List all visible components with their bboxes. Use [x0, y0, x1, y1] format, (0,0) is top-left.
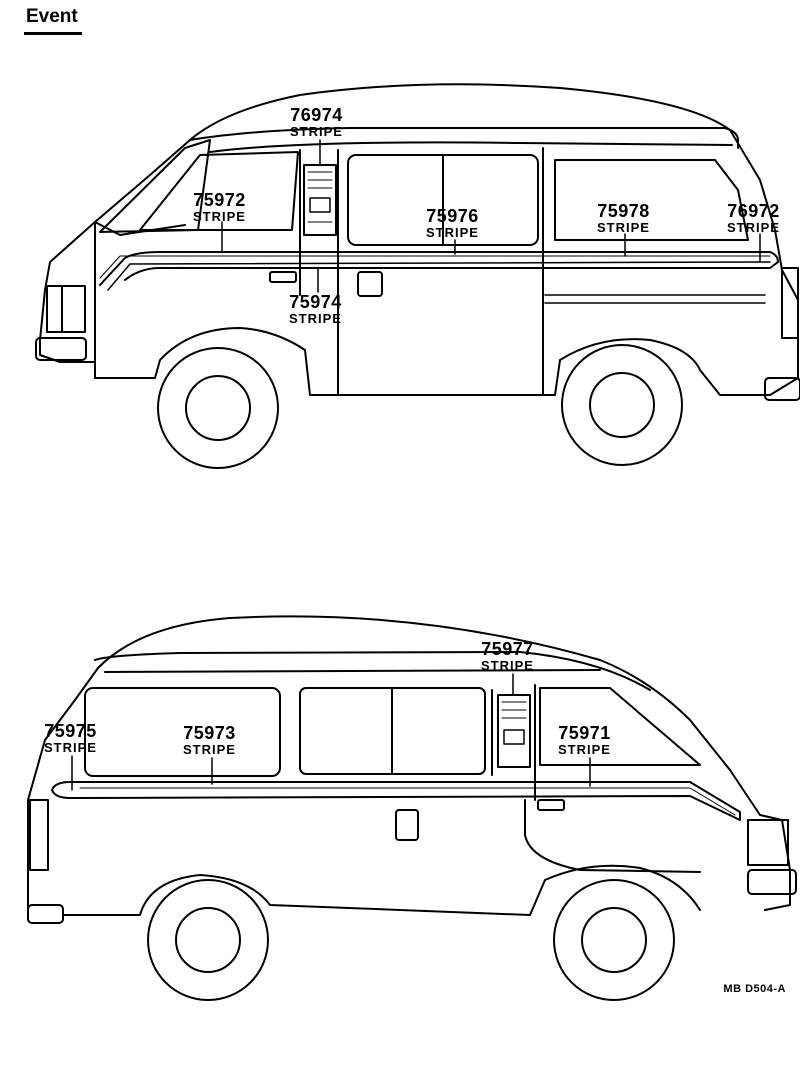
van-bottom-fuel-cap	[395, 809, 419, 841]
van-top-fuel-cap	[357, 271, 383, 297]
part-name: STRIPE	[44, 740, 97, 755]
label-75973: 75973 STRIPE	[183, 724, 236, 756]
van-top-headlight	[46, 285, 86, 333]
part-number: 75971	[558, 723, 611, 743]
label-75972: 75972 STRIPE	[193, 191, 246, 223]
van-bottom-front-window	[539, 687, 701, 766]
van-bottom-headlight	[747, 819, 789, 866]
van-bottom-front-bumper	[747, 869, 797, 895]
heading-underline	[24, 32, 82, 35]
van-bottom-rear-bumper	[27, 904, 64, 924]
van-top-stripe-band	[99, 251, 779, 286]
part-name: STRIPE	[558, 742, 611, 757]
part-name: STRIPE	[193, 209, 246, 224]
label-75971: 75971 STRIPE	[558, 724, 611, 756]
label-76972: 76972 STRIPE	[727, 202, 780, 234]
part-number: 75975	[44, 721, 97, 741]
van-top-taillight	[781, 267, 799, 339]
van-bottom-rear-wheel	[147, 879, 269, 1001]
part-name: STRIPE	[597, 220, 650, 235]
label-75977: 75977 STRIPE	[481, 640, 534, 672]
label-76974: 76974 STRIPE	[290, 106, 343, 138]
van-bottom-front-wheel	[553, 879, 675, 1001]
label-75976: 75976 STRIPE	[426, 207, 479, 239]
part-name: STRIPE	[481, 658, 534, 673]
van-top-door-handle	[269, 271, 297, 283]
van-top-front-wheel	[157, 347, 279, 469]
van-bottom-body-outline	[27, 615, 791, 911]
part-number: 75974	[289, 292, 342, 312]
part-number: 75977	[481, 639, 534, 659]
van-bottom-vent	[497, 694, 531, 768]
van-bottom-sill	[62, 864, 701, 916]
van-top-rear-bumper	[764, 377, 800, 401]
part-name: STRIPE	[290, 124, 343, 139]
van-bottom-stripe-band	[51, 781, 741, 821]
part-name: STRIPE	[426, 225, 479, 240]
van-top-front-window	[139, 151, 299, 231]
part-number: 76972	[727, 201, 780, 221]
van-right-side-view	[35, 83, 800, 469]
van-left-side-view	[27, 615, 797, 1001]
van-bottom-roof-edge	[104, 669, 601, 673]
part-number: 76974	[290, 105, 343, 125]
van-top-vent	[303, 164, 337, 236]
van-top-front	[39, 289, 156, 379]
label-75975: 75975 STRIPE	[44, 722, 97, 754]
van-bottom-taillight	[29, 799, 49, 871]
part-name: STRIPE	[727, 220, 780, 235]
van-bottom-roof-line	[94, 651, 651, 691]
label-75974: 75974 STRIPE	[289, 293, 342, 325]
diagram-heading: Event	[26, 6, 78, 27]
label-75978: 75978 STRIPE	[597, 202, 650, 234]
van-top-bumper	[35, 337, 87, 361]
part-number: 75976	[426, 206, 479, 226]
part-number: 75978	[597, 201, 650, 221]
part-name: STRIPE	[289, 311, 342, 326]
part-number: 75973	[183, 723, 236, 743]
van-bottom-rear-window	[84, 687, 281, 777]
van-bottom-door-handle	[537, 799, 565, 811]
part-number: 75972	[193, 190, 246, 210]
diagram-code: MB D504-A	[723, 983, 786, 995]
van-top-roof-line	[189, 127, 739, 149]
van-top-roof-edge	[209, 141, 733, 153]
van-top-rear-window	[554, 159, 749, 241]
part-name: STRIPE	[183, 742, 236, 757]
van-top-rear-wheel	[561, 344, 683, 466]
van-top-sill	[94, 327, 721, 396]
van-top-body-outline	[44, 83, 799, 396]
